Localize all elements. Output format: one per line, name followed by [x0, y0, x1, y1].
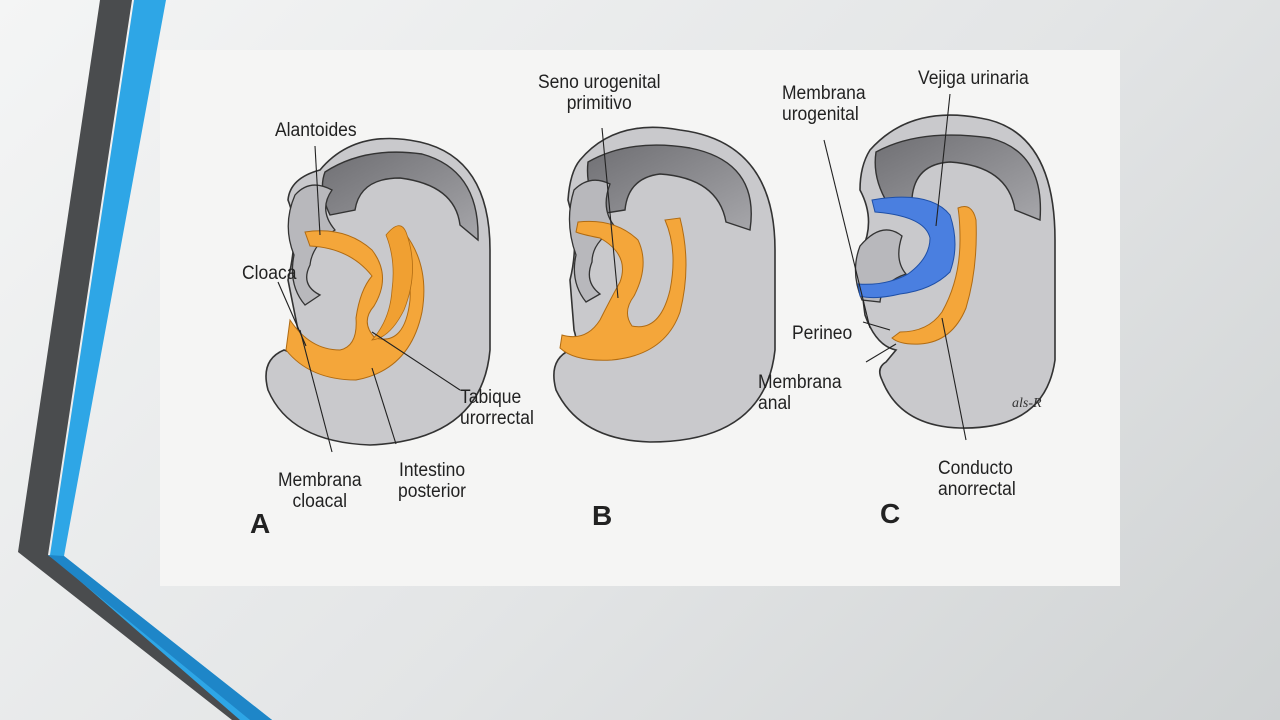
panel-a-drawing: [265, 137, 491, 453]
panel-b-seno-orange: [559, 217, 687, 361]
panel-letter-a: A: [250, 508, 271, 539]
blue-stripe-lower: [48, 555, 272, 720]
blue-stripe: [50, 0, 272, 720]
label-seno-urogenital: Seno urogenital primitivo: [538, 72, 661, 114]
panel-a-tabique-orange: [370, 225, 413, 341]
panel-letter-b: B: [592, 500, 613, 531]
label-membrana-anal: Membrana anal: [758, 372, 842, 414]
panel-a-cloaca-orange: [285, 230, 425, 381]
figure-drawing: [265, 93, 1056, 453]
label-vejiga-urinaria: Vejiga urinaria: [918, 68, 1029, 89]
label-perineo: Perineo: [792, 323, 853, 344]
panel-c-drawing: [823, 93, 1056, 441]
label-conducto-anorrectal: Conducto anorrectal: [938, 458, 1016, 500]
panel-letter-c: C: [880, 498, 901, 529]
panel-c-bladder-blue: [857, 196, 956, 299]
label-alantoides: Alantoides: [275, 120, 357, 141]
label-membrana-urogenital: Membrana urogenital: [782, 83, 866, 125]
label-tabique-urorrectal: Tabique urorrectal: [460, 387, 534, 429]
panel-b-drawing: [553, 126, 776, 443]
dark-stripe: [18, 0, 272, 720]
panel-a-gut-lumen: [321, 151, 479, 242]
label-cloaca: Cloaca: [242, 263, 297, 284]
embryology-figure: Alantoides Cloaca Tabique urorrectal Mem…: [160, 50, 1120, 586]
panel-b-folds: [568, 179, 618, 303]
panel-c-anorectal-orange: [891, 206, 977, 345]
label-intestino-posterior: Intestino posterior: [398, 460, 467, 502]
label-membrana-cloacal: Membrana cloacal: [278, 470, 362, 512]
artist-signature: als-R: [1012, 396, 1042, 411]
